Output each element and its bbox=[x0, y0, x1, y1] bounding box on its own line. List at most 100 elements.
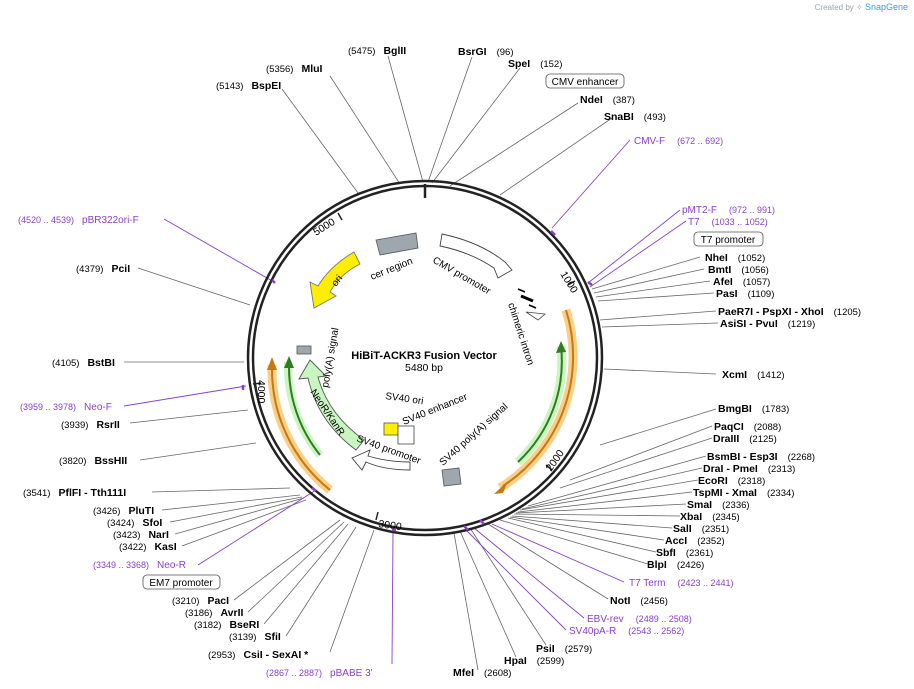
orf-green-right-head bbox=[556, 341, 566, 353]
site-position: (2313) bbox=[768, 464, 795, 475]
site-acci[interactable]: AccI(2352) bbox=[665, 535, 725, 547]
site-pcii[interactable]: (4379)PciI bbox=[76, 263, 130, 275]
primer-pmt2f[interactable]: pMT2-F(972 .. 991) bbox=[682, 205, 775, 216]
site-position: (2336) bbox=[722, 500, 749, 511]
sv40-polya-feature[interactable] bbox=[441, 467, 462, 487]
site-pluti[interactable]: (3426)PluTI bbox=[93, 505, 154, 517]
primer-ebvrev[interactable]: EBV-rev(2489 .. 2508) bbox=[587, 614, 692, 625]
site-name: SbfI bbox=[656, 547, 676, 559]
site-bglii[interactable]: (5475)BglII bbox=[348, 45, 406, 57]
site-bspei[interactable]: (5143)BspEI bbox=[216, 80, 281, 92]
site-afei[interactable]: AfeI(1057) bbox=[713, 276, 770, 288]
site-name: CsiI - SexAI * bbox=[243, 649, 309, 661]
site-pasi[interactable]: PasI(1109) bbox=[716, 288, 774, 300]
sv40-enhancer-feature[interactable] bbox=[397, 425, 415, 445]
site-name: PsiI bbox=[536, 643, 555, 655]
site-rsrii[interactable]: (3939)RsrII bbox=[61, 419, 120, 431]
primer-pbabe3[interactable]: (2867 .. 2887)pBABE 3' bbox=[266, 668, 373, 679]
site-psii[interactable]: PsiI(2579) bbox=[536, 643, 592, 655]
em7-promoter-box[interactable]: EM7 promoter bbox=[142, 574, 221, 590]
site-kasi[interactable]: (3422)KasI bbox=[119, 541, 177, 553]
em7-promoter-text: EM7 promoter bbox=[149, 578, 213, 589]
site-ecori[interactable]: EcoRI(2318) bbox=[698, 475, 765, 487]
t7-promoter-box[interactable]: T7 promoter bbox=[693, 231, 764, 247]
site-bsrgi[interactable]: BsrGI(96) bbox=[458, 46, 514, 58]
cmv-enhancer-box[interactable]: CMV enhancer bbox=[545, 73, 625, 89]
site-xcmi[interactable]: XcmI(1412) bbox=[722, 369, 785, 381]
primer-t7[interactable]: T7(1033 .. 1052) bbox=[688, 217, 768, 228]
site-asisi[interactable]: AsiSI - PvuI(1219) bbox=[720, 318, 815, 330]
site-mfei[interactable]: MfeI(2608) bbox=[453, 667, 511, 679]
site-position: (4379) bbox=[76, 264, 103, 275]
site-xbai[interactable]: XbaI(2345) bbox=[680, 511, 740, 523]
site-paci[interactable]: (3210)PacI bbox=[172, 595, 229, 607]
site-csii[interactable]: (2953)CsiI - SexAI * bbox=[208, 649, 309, 661]
chimeric-intron-feature[interactable] bbox=[517, 288, 546, 321]
site-position: (3426) bbox=[93, 506, 120, 517]
chimeric-intron-label: chimeric intron bbox=[505, 302, 536, 367]
cer-region-feature[interactable] bbox=[375, 232, 419, 256]
site-pflfi[interactable]: (3541)PflFI - Tth111I bbox=[23, 487, 126, 499]
site-sali[interactable]: SalI(2351) bbox=[673, 523, 729, 535]
site-sfii[interactable]: (3139)SfiI bbox=[229, 631, 281, 643]
site-position: (5356) bbox=[266, 64, 293, 75]
site-position: (1205) bbox=[834, 307, 861, 318]
site-name: EcoRI bbox=[698, 475, 728, 487]
sv40-ori-feature[interactable] bbox=[383, 422, 399, 436]
site-bseri[interactable]: (3182)BseRI bbox=[194, 619, 259, 631]
site-noti[interactable]: NotI(2456) bbox=[610, 595, 668, 607]
site-paer7i[interactable]: PaeR7I - PspXI - XhoI(1205) bbox=[718, 306, 861, 318]
site-blpi[interactable]: BlpI(2426) bbox=[647, 559, 704, 571]
primer-neof[interactable]: (3959 .. 3978)Neo-F bbox=[20, 402, 112, 413]
primer-sv40par[interactable]: SV40pA-R(2543 .. 2562) bbox=[569, 626, 684, 637]
site-ndei[interactable]: NdeI(387) bbox=[580, 94, 635, 106]
site-sbfi[interactable]: SbfI(2361) bbox=[656, 547, 713, 559]
tick-3000: 3000 bbox=[378, 518, 403, 533]
primer-cmvf[interactable]: CMV-F(672 .. 692) bbox=[634, 136, 723, 147]
primer-labels: CMV-F(672 .. 692) pMT2-F(972 .. 991)T7(10… bbox=[18, 136, 775, 679]
site-bsmbi[interactable]: BsmBI - Esp3I(2268) bbox=[707, 451, 815, 463]
site-bmgbi[interactable]: BmgBI(1783) bbox=[718, 403, 789, 415]
site-avrii[interactable]: (3186)AvrII bbox=[185, 607, 244, 619]
sv40-promoter-feature[interactable] bbox=[351, 449, 411, 471]
site-name: BspEI bbox=[251, 80, 281, 92]
site-bsshii[interactable]: (3820)BssHII bbox=[59, 455, 127, 467]
plasmid-backbone bbox=[246, 179, 604, 537]
site-mlui[interactable]: (5356)MluI bbox=[266, 63, 323, 75]
site-drai[interactable]: DraI - PmeI(2313) bbox=[703, 463, 795, 475]
site-snabi[interactable]: SnaBI(493) bbox=[604, 111, 666, 123]
site-name: SalI bbox=[673, 523, 692, 535]
primer-t7term[interactable]: T7 Term(2423 .. 2441) bbox=[629, 578, 734, 589]
site-name: BmtI bbox=[708, 264, 731, 276]
site-bstbi[interactable]: (4105)BstBI bbox=[52, 357, 115, 369]
ori-feature[interactable] bbox=[309, 251, 361, 309]
neor-kanr-feature[interactable] bbox=[298, 359, 365, 451]
site-name: SmaI bbox=[687, 499, 712, 511]
site-hpai[interactable]: HpaI(2599) bbox=[504, 655, 564, 667]
site-position: (3423) bbox=[113, 530, 140, 541]
site-position: (2345) bbox=[712, 512, 739, 523]
site-paqci[interactable]: PaqCI(2088) bbox=[714, 421, 781, 433]
site-smai[interactable]: SmaI (2336) bbox=[687, 499, 750, 511]
cmv-enhancer-text: CMV enhancer bbox=[552, 77, 619, 88]
site-name: BsmBI - Esp3I bbox=[707, 451, 778, 463]
site-position: (1057) bbox=[743, 277, 770, 288]
cmv-promoter-feature[interactable] bbox=[439, 233, 513, 279]
primer-neor[interactable]: (3349 .. 3368)Neo-R bbox=[93, 560, 186, 571]
primer-pbr322[interactable]: (4520 .. 4539)pBR322ori-F bbox=[18, 215, 139, 226]
site-bmti[interactable]: BmtI(1056) bbox=[708, 264, 769, 276]
site-tspmi[interactable]: TspMI - XmaI(2334) bbox=[693, 487, 794, 499]
site-sfoi[interactable]: (3424)SfoI bbox=[107, 517, 162, 529]
site-draiii[interactable]: DraIII(2125) bbox=[713, 433, 777, 445]
polya-signal-feature[interactable] bbox=[296, 345, 312, 355]
site-nhei[interactable]: NheI(1052) bbox=[705, 252, 765, 264]
site-name: SpeI bbox=[508, 58, 530, 70]
site-position: (3182) bbox=[194, 620, 221, 631]
site-nari[interactable]: (3423)NarI bbox=[113, 529, 169, 541]
primer-lines bbox=[123, 139, 687, 665]
site-position: (3939) bbox=[61, 420, 88, 431]
primer-range: (4520 .. 4539) bbox=[18, 215, 74, 225]
site-spei[interactable]: SpeI(152) bbox=[508, 58, 562, 70]
